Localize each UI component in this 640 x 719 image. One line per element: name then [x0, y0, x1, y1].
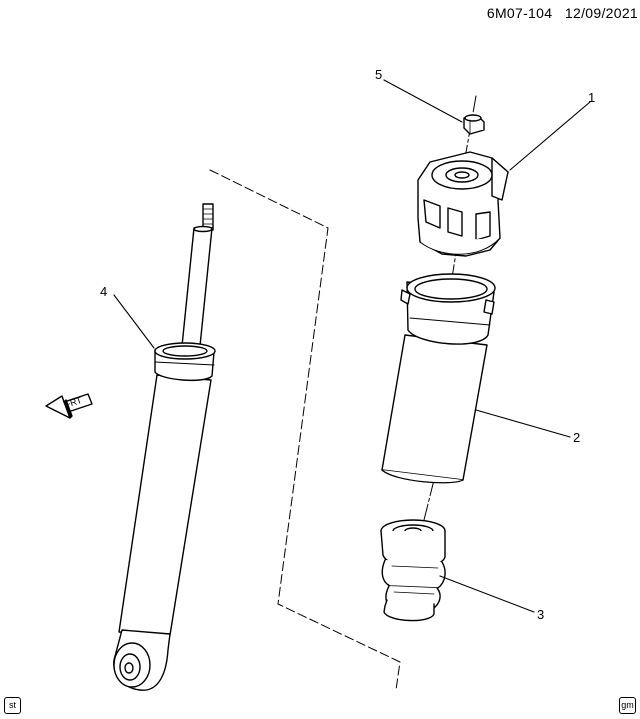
jounce-bumper [380, 519, 446, 622]
shock-absorber [113, 203, 216, 691]
assembly-guide-line [209, 169, 401, 691]
dust-boot [381, 273, 496, 484]
callout-labels: 1 2 3 4 5 [100, 67, 595, 622]
illustration-id: 6M07-104 [486, 5, 553, 21]
callout-2: 2 [573, 430, 580, 445]
gm-corner-button[interactable]: gm [619, 697, 636, 714]
illustration-date: 12/09/2021 [564, 5, 638, 21]
illustration-code: 6M07-104 12/09/2021 [487, 5, 638, 21]
upper-mount [417, 151, 509, 257]
callout-5: 5 [375, 67, 382, 82]
front-direction-arrow-icon: FRT [45, 393, 93, 419]
callout-4: 4 [100, 284, 107, 299]
callout-leaders [113, 79, 591, 613]
callout-1: 1 [588, 90, 595, 105]
mount-nut [463, 114, 485, 135]
st-corner-button[interactable]: st [4, 697, 21, 714]
callout-3: 3 [537, 607, 544, 622]
